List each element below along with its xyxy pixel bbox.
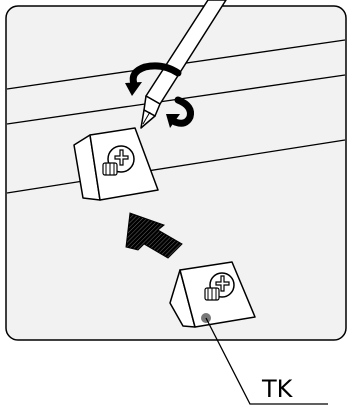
callout-leader-line bbox=[205, 317, 328, 405]
rotation-arrowhead-top-icon bbox=[125, 82, 142, 96]
push-arrow-icon bbox=[125, 212, 183, 259]
screwdriver-icon bbox=[140, 0, 227, 129]
phillips-screw-loose-icon bbox=[204, 272, 235, 301]
rotation-arrow-icon bbox=[129, 62, 194, 127]
rotation-arrowhead-bottom-icon bbox=[166, 114, 180, 128]
phillips-screw-icon bbox=[102, 145, 135, 176]
callout-label: TK bbox=[261, 375, 294, 403]
diagram-frame bbox=[5, 5, 347, 341]
